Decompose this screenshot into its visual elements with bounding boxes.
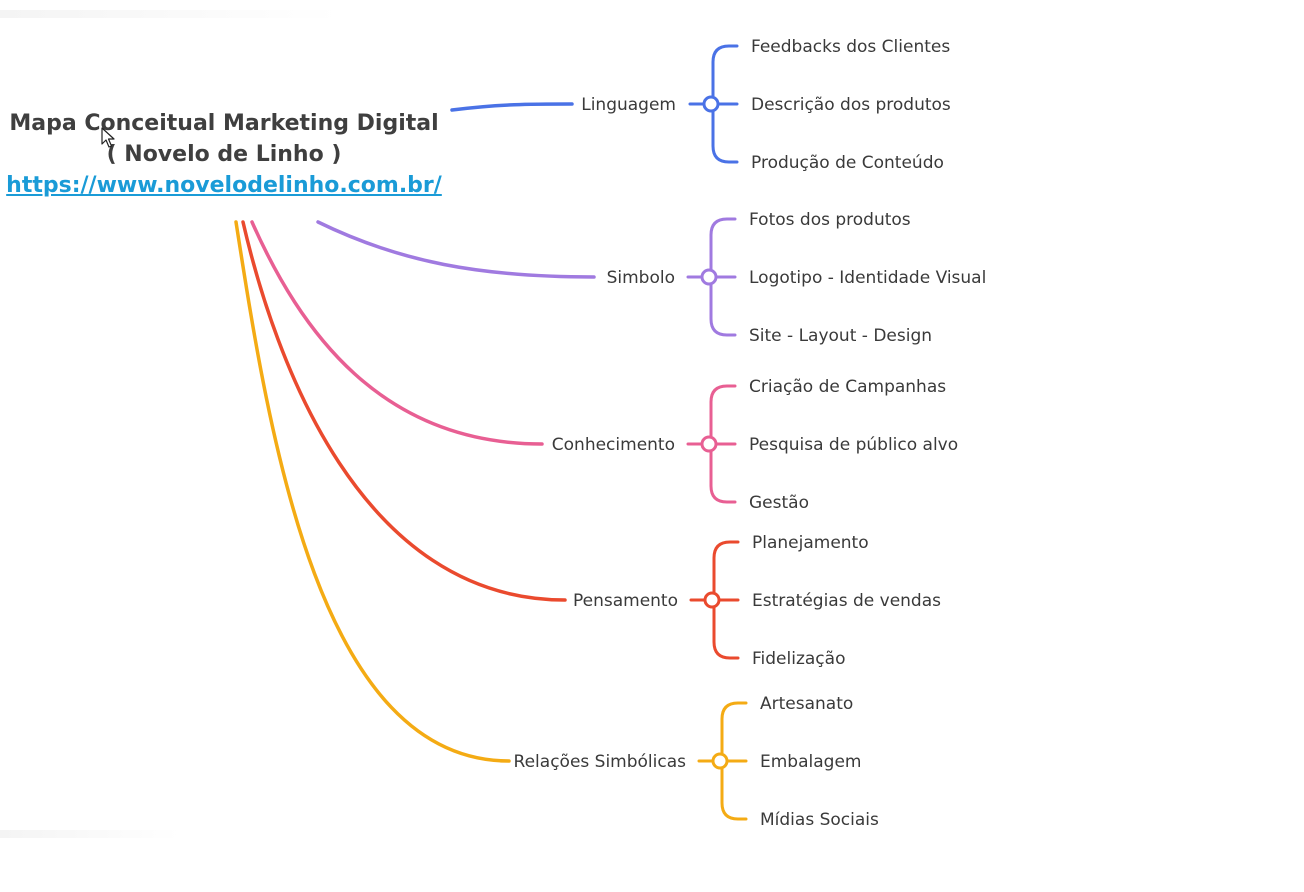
leaf-site-layout-design[interactable]: Site - Layout - Design bbox=[749, 326, 933, 346]
branch-3-collapse-node bbox=[700, 435, 718, 453]
branch-label-conhecimento[interactable]: Conhecimento bbox=[551, 435, 675, 455]
branch-label-simbolo[interactable]: Simbolo bbox=[606, 268, 675, 288]
branch-2-child-3-connector bbox=[709, 275, 737, 337]
branch-5-collapse-node bbox=[711, 752, 729, 770]
branch-1-main-connector bbox=[450, 102, 574, 112]
leaf-feedbacks-dos-clientes[interactable]: Feedbacks dos Clientes bbox=[751, 37, 951, 57]
branch-2-collapse-node bbox=[700, 268, 718, 286]
branch-4-child-1-connector bbox=[712, 540, 740, 602]
leaf-estrategias-de-vendas[interactable]: Estratégias de vendas bbox=[752, 591, 942, 611]
leaf-fidelizacao[interactable]: Fidelização bbox=[752, 649, 846, 669]
branch-4-child-3-connector bbox=[712, 598, 740, 660]
branch-3-child-1-connector bbox=[709, 384, 737, 446]
leaf-pesquisa-de-publico-alvo[interactable]: Pesquisa de público alvo bbox=[749, 435, 959, 455]
mouse-pointer-icon bbox=[101, 127, 115, 148]
root-node[interactable]: Mapa Conceitual Marketing Digital ( Nove… bbox=[0, 108, 448, 201]
branch-4-main-connector bbox=[241, 220, 567, 602]
leaf-gestao[interactable]: Gestão bbox=[749, 493, 809, 513]
branch-1-child-1-connector bbox=[711, 44, 739, 106]
leaf-logotipo-identidade-visual[interactable]: Logotipo - Identidade Visual bbox=[749, 268, 987, 288]
branch-1-child-3-connector bbox=[711, 102, 739, 164]
root-title-line-1: Mapa Conceitual Marketing Digital bbox=[9, 111, 439, 136]
branch-4-collapse-node bbox=[703, 591, 721, 609]
leaf-embalagem[interactable]: Embalagem bbox=[760, 752, 862, 772]
root-website-link[interactable]: https://www.novelodelinho.com.br/ bbox=[6, 173, 442, 198]
branch-5-child-3-connector bbox=[720, 759, 748, 821]
leaf-artesanato[interactable]: Artesanato bbox=[760, 694, 854, 714]
root-title-line-2: ( Novelo de Linho ) bbox=[106, 142, 342, 167]
leaf-planejamento[interactable]: Planejamento bbox=[752, 533, 869, 553]
leaf-descricao-dos-produtos[interactable]: Descrição dos produtos bbox=[751, 95, 951, 115]
branch-5-child-1-connector bbox=[720, 701, 748, 763]
branch-3-main-connector bbox=[250, 220, 544, 446]
branch-1-collapse-node bbox=[702, 95, 720, 113]
branch-2-main-connector bbox=[316, 220, 596, 279]
top-fade bbox=[0, 10, 340, 18]
branch-5-main-connector bbox=[234, 220, 511, 763]
leaf-producao-de-conteudo[interactable]: Produção de Conteúdo bbox=[751, 153, 944, 173]
branch-2-child-1-connector bbox=[709, 217, 737, 279]
bottom-fade bbox=[0, 830, 180, 838]
leaf-fotos-dos-produtos[interactable]: Fotos dos produtos bbox=[749, 210, 911, 230]
branch-label-relacoes-simbolicas[interactable]: Relações Simbólicas bbox=[513, 752, 686, 772]
branch-label-pensamento[interactable]: Pensamento bbox=[572, 591, 678, 611]
branch-label-linguagem[interactable]: Linguagem bbox=[581, 95, 676, 115]
branch-3-child-3-connector bbox=[709, 442, 737, 504]
leaf-midias-sociais[interactable]: Mídias Sociais bbox=[760, 810, 879, 830]
leaf-criacao-de-campanhas[interactable]: Criação de Campanhas bbox=[749, 377, 947, 397]
